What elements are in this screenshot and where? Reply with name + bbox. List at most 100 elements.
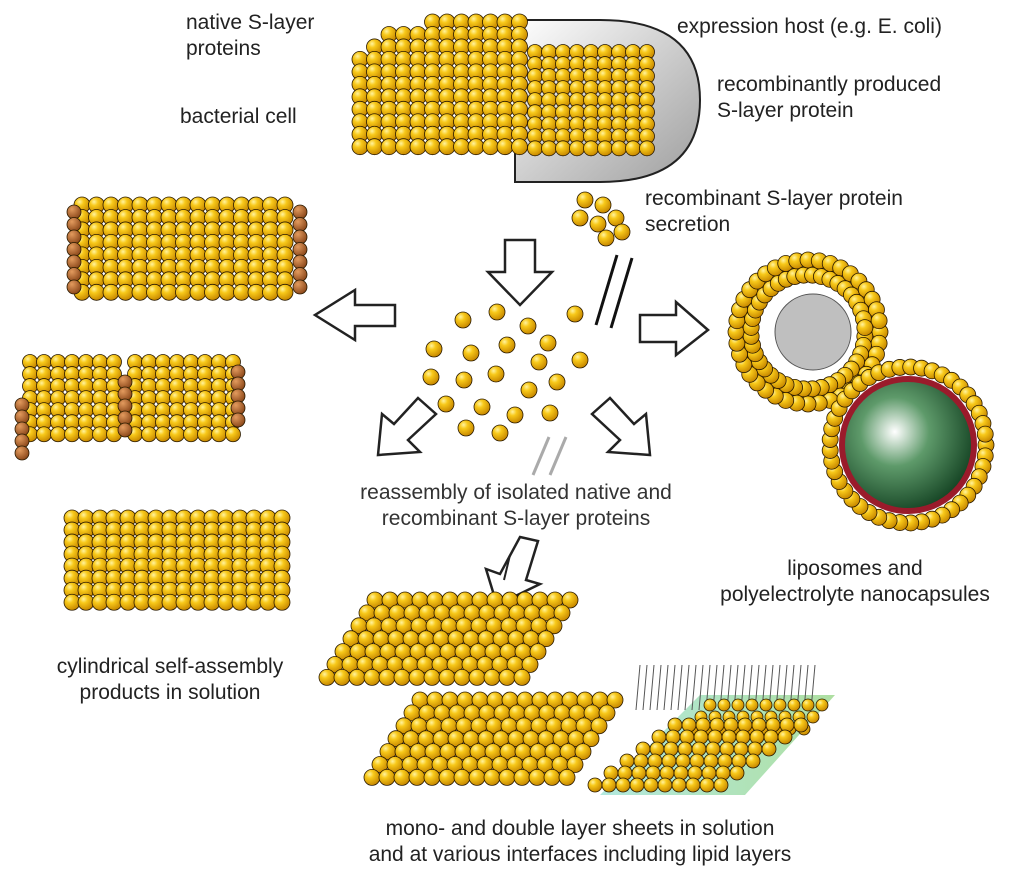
protein-subunit bbox=[571, 209, 589, 227]
protein-subunit bbox=[555, 140, 571, 157]
protein-subunit bbox=[496, 138, 514, 156]
protein-subunit bbox=[66, 217, 82, 232]
protein-subunit bbox=[553, 604, 571, 622]
protein-subunit bbox=[292, 217, 308, 232]
lipid-layer-sheet bbox=[587, 664, 835, 795]
protein-subunit bbox=[378, 669, 396, 686]
protein-subunit bbox=[204, 283, 221, 301]
protein-subunit bbox=[545, 617, 563, 635]
protein-subunit bbox=[169, 426, 185, 443]
protein-subunit bbox=[482, 138, 499, 156]
cylinder-product-helical bbox=[14, 354, 246, 461]
label-expression-host: expression host (e.g. E. coli) bbox=[677, 15, 942, 38]
protein-subunit bbox=[318, 669, 336, 686]
protein-subunit bbox=[685, 777, 701, 793]
protein-subunit bbox=[66, 204, 82, 220]
protein-subunit bbox=[117, 283, 134, 301]
protein-subunit bbox=[498, 336, 516, 354]
protein-subunit bbox=[506, 406, 524, 424]
label-recombinant-produced-line1: recombinantly produced bbox=[717, 73, 942, 96]
arrow-left-icon bbox=[312, 287, 397, 343]
lipid-chain bbox=[656, 664, 662, 711]
protein-subunit bbox=[438, 669, 456, 686]
protein-subunit bbox=[787, 698, 801, 712]
protein-subunit bbox=[541, 404, 559, 422]
protein-subunit bbox=[731, 698, 745, 712]
protein-subunit bbox=[117, 422, 133, 438]
protein-subunit bbox=[548, 373, 566, 391]
label-secretion: recombinant S-layer protein secretion bbox=[645, 186, 903, 238]
protein-subunit bbox=[88, 283, 105, 301]
protein-subunit bbox=[408, 669, 426, 686]
protein-subunit bbox=[423, 669, 441, 686]
protein-subunit bbox=[571, 351, 589, 369]
protein-subunit bbox=[189, 283, 207, 301]
recombinant-protein-cluster bbox=[527, 44, 655, 157]
protein-subunit bbox=[422, 368, 440, 386]
protein-subunit bbox=[521, 656, 539, 673]
protein-subunit bbox=[528, 769, 546, 786]
protein-subunit bbox=[14, 445, 30, 461]
protein-subunit bbox=[366, 138, 383, 156]
polyelectrolyte-nanocapsule bbox=[821, 358, 995, 532]
protein-subunit bbox=[582, 730, 600, 748]
protein-subunit bbox=[806, 710, 820, 724]
protein-subunit bbox=[488, 303, 506, 321]
protein-subunit bbox=[473, 398, 491, 416]
secreted-protein-cluster bbox=[571, 191, 631, 247]
protein-subunit bbox=[292, 254, 308, 270]
protein-subunit bbox=[491, 424, 509, 442]
protein-subunit bbox=[453, 769, 471, 786]
label-recombinant-produced-line2: S-layer protein bbox=[717, 99, 854, 122]
protein-subunit bbox=[590, 717, 608, 735]
protein-subunit bbox=[527, 140, 543, 157]
label-recombinant-produced: recombinantly produced S-layer protein bbox=[717, 72, 941, 124]
protein-subunit bbox=[409, 138, 427, 156]
bacterial-cell bbox=[351, 13, 528, 156]
protein-subunit bbox=[539, 334, 557, 352]
protein-subunit bbox=[276, 283, 294, 301]
protein-subunit bbox=[292, 204, 308, 220]
label-reassembly-line1: reassembly of isolated native and bbox=[360, 481, 672, 504]
protein-subunit bbox=[131, 283, 149, 301]
label-cylindrical-line2: products in solution bbox=[79, 681, 261, 704]
protein-subunit bbox=[438, 769, 456, 786]
protein-subunit bbox=[671, 777, 687, 793]
protein-subunit bbox=[793, 717, 809, 733]
label-liposomes-line2: polyelectrolyte nanocapsules bbox=[720, 583, 990, 606]
protein-subunit bbox=[141, 426, 157, 443]
protein-subunit bbox=[543, 769, 561, 786]
protein-subunit bbox=[155, 426, 171, 443]
protein-subunit bbox=[105, 593, 123, 611]
protein-subunit bbox=[537, 630, 555, 648]
protein-subunit bbox=[483, 669, 501, 686]
protein-subunit bbox=[629, 777, 645, 793]
lipid-chain bbox=[691, 664, 697, 711]
lipid-chain bbox=[635, 664, 641, 711]
liposome-lipid-core bbox=[774, 293, 852, 371]
protein-subunit bbox=[351, 138, 369, 156]
protein-subunit bbox=[625, 140, 641, 157]
label-native-slayer-line1: native S-layer bbox=[186, 11, 315, 34]
protein-subunit bbox=[66, 242, 82, 257]
protein-subunit bbox=[613, 223, 631, 241]
arrow-right-icon bbox=[638, 299, 710, 358]
protein-subunit bbox=[639, 140, 655, 157]
protein-subunit bbox=[597, 229, 615, 247]
label-sheets-line1: mono- and double layer sheets in solutio… bbox=[385, 817, 775, 840]
protein-subunit bbox=[729, 765, 745, 781]
protein-subunit bbox=[541, 140, 557, 157]
protein-subunit bbox=[566, 305, 584, 323]
protein-subunit bbox=[498, 669, 516, 686]
protein-subunit bbox=[292, 279, 308, 295]
protein-subunit bbox=[583, 140, 599, 157]
label-liposomes-line1: liposomes and bbox=[787, 557, 923, 580]
protein-subunit bbox=[183, 426, 199, 443]
protein-subunit bbox=[455, 371, 473, 389]
label-reassembly-line2: recombinant S-layer proteins bbox=[381, 507, 651, 530]
protein-subunit bbox=[66, 279, 82, 295]
protein-subunit bbox=[66, 254, 82, 270]
protein-subunit bbox=[218, 283, 236, 301]
protein-subunit bbox=[513, 769, 531, 786]
protein-subunit bbox=[393, 669, 411, 686]
